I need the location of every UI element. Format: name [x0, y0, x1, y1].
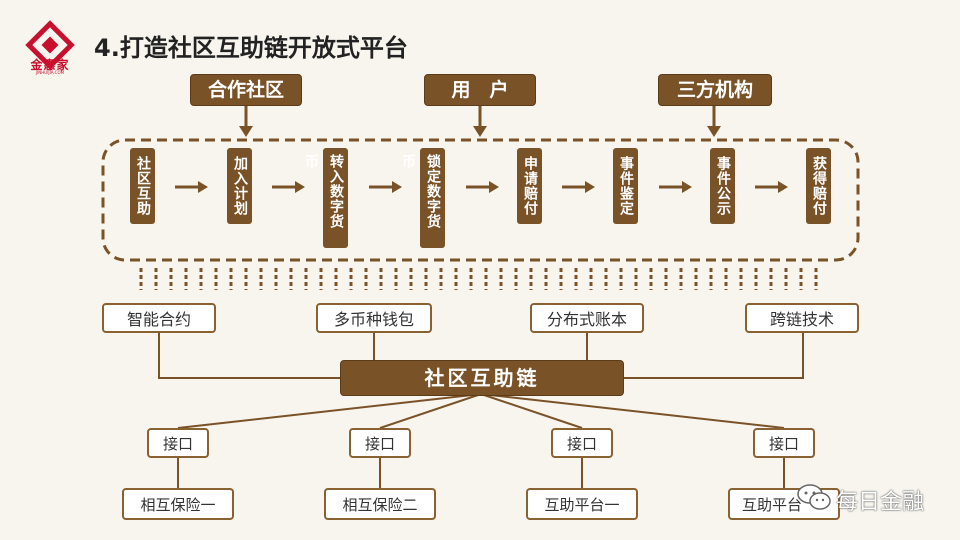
top-box-third-party: 三方机构	[658, 74, 772, 106]
top-box-user: 用 户	[424, 74, 536, 106]
tech-multi-currency-wallet: 多币种钱包	[316, 303, 432, 333]
stage-apply-claim: 申请赔付	[517, 148, 542, 224]
brand-subtext: JINHUIJIA.COM	[35, 70, 65, 75]
tech-smart-contract: 智能合约	[102, 303, 216, 333]
chain-connectors	[177, 393, 785, 488]
brand-logo-icon	[25, 20, 75, 70]
stage-lock-currency: 锁定数字货币	[400, 148, 445, 248]
interface-box: 接口	[147, 428, 209, 458]
app-mutual-platform-1: 互助平台一	[526, 488, 638, 520]
stage-event-assessment: 事件鉴定	[613, 148, 638, 224]
app-mutual-insurance-1: 相互保险一	[122, 488, 234, 520]
dashed-ticks	[139, 268, 818, 290]
tech-cross-chain: 跨链技术	[745, 303, 859, 333]
stage-arrows	[175, 181, 788, 193]
process-frame	[101, 138, 860, 262]
community-help-chain: 社区互助链	[340, 360, 624, 396]
brand-name: 金惠家	[30, 58, 70, 72]
watermark-text: 每日金融	[836, 490, 925, 515]
interface-box: 接口	[551, 428, 613, 458]
interface-box: 接口	[349, 428, 411, 458]
top-box-partner-community: 合作社区	[190, 74, 302, 106]
stage-join-plan: 加入计划	[227, 148, 252, 224]
tech-connectors	[158, 332, 804, 379]
wechat-icon	[797, 484, 831, 510]
page-title: 4.打造社区互助链开放式平台	[94, 34, 408, 62]
stage-event-announcement: 事件公示	[710, 148, 735, 224]
tech-distributed-ledger: 分布式账本	[530, 303, 644, 333]
app-mutual-insurance-2: 相互保险二	[324, 488, 436, 520]
interface-box: 接口	[753, 428, 815, 458]
top-arrows	[239, 104, 721, 137]
stage-receive-payout: 获得赔付	[806, 148, 831, 224]
stage-community-help: 社区互助	[130, 148, 155, 224]
stage-transfer-currency: 转入数字货币	[303, 148, 348, 248]
